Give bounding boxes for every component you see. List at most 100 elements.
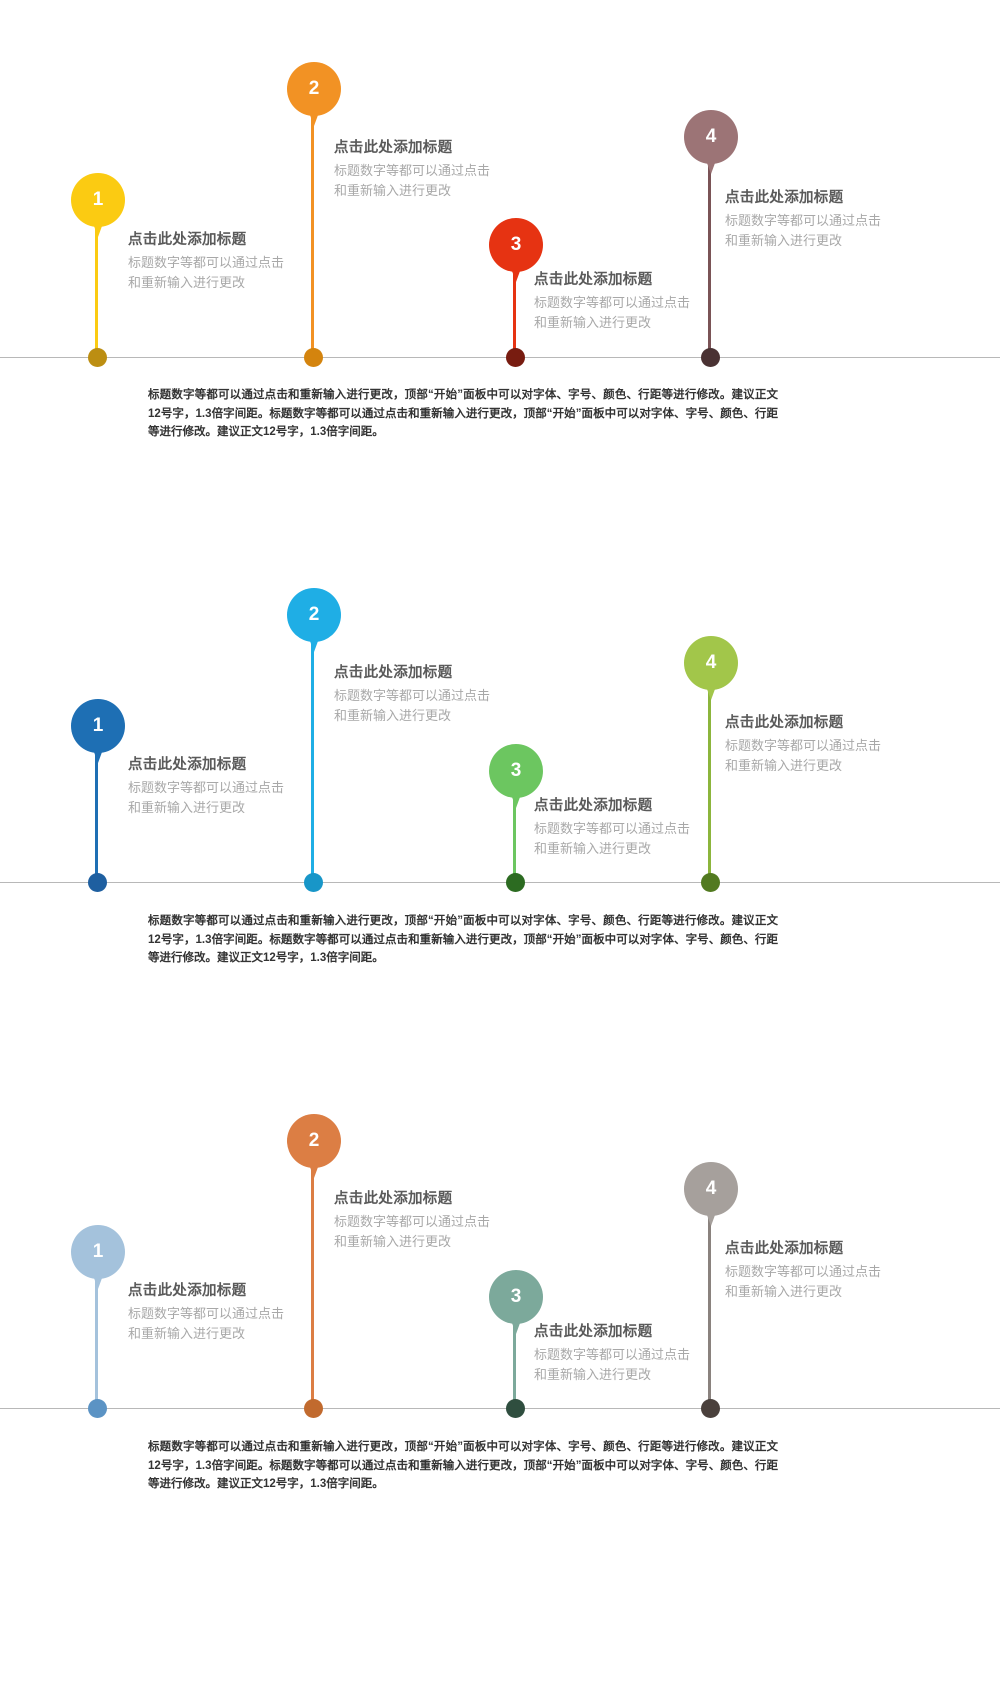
timeline-axis bbox=[0, 882, 1000, 883]
node-body-text: 标题数字等都可以通过点击和重新输入进行更改 bbox=[334, 1214, 491, 1250]
pin-number-label: 4 bbox=[705, 1178, 717, 1199]
node-stem bbox=[95, 1281, 98, 1408]
pin-number-label: 3 bbox=[510, 760, 522, 781]
node-text-block: 点击此处添加标题标题数字等都可以通过点击和重新输入进行更改 bbox=[128, 1279, 288, 1344]
map-pin-icon[interactable]: 3 bbox=[489, 744, 543, 808]
node-title: 点击此处添加标题 bbox=[334, 140, 453, 156]
map-pin-icon[interactable]: 4 bbox=[684, 636, 738, 700]
map-pin-body-icon bbox=[489, 1270, 543, 1324]
node-title: 点击此处添加标题 bbox=[725, 715, 844, 731]
node-stem bbox=[513, 800, 516, 882]
axis-dot bbox=[88, 348, 107, 367]
pin-number-label: 1 bbox=[92, 1241, 104, 1262]
axis-dot bbox=[304, 873, 323, 892]
node-title: 点击此处添加标题 bbox=[725, 190, 844, 206]
pin-number-label: 1 bbox=[92, 189, 104, 210]
node-body-text: 标题数字等都可以通过点击和重新输入进行更改 bbox=[334, 163, 491, 199]
pin-number-label: 3 bbox=[510, 1286, 522, 1307]
node-stem bbox=[311, 1170, 314, 1408]
map-pin-body-icon bbox=[489, 218, 543, 272]
node-text-block: 点击此处添加标题标题数字等都可以通过点击和重新输入进行更改 bbox=[534, 1320, 694, 1385]
node-title: 点击此处添加标题 bbox=[128, 232, 247, 248]
map-pin-body-icon bbox=[71, 699, 125, 753]
axis-dot bbox=[506, 1399, 525, 1418]
section-paragraph: 标题数字等都可以通过点击和重新输入进行更改，顶部“开始”面板中可以对字体、字号、… bbox=[148, 915, 778, 965]
node-title: 点击此处添加标题 bbox=[534, 798, 653, 814]
node-title: 点击此处添加标题 bbox=[128, 757, 247, 773]
pin-number-label: 2 bbox=[308, 1130, 320, 1151]
axis-dot bbox=[701, 1399, 720, 1418]
node-body-text: 标题数字等都可以通过点击和重新输入进行更改 bbox=[128, 255, 285, 291]
section-paragraph: 标题数字等都可以通过点击和重新输入进行更改，顶部“开始”面板中可以对字体、字号、… bbox=[148, 389, 778, 439]
node-body-text: 标题数字等都可以通过点击和重新输入进行更改 bbox=[128, 1306, 285, 1342]
node-body-text: 标题数字等都可以通过点击和重新输入进行更改 bbox=[128, 780, 285, 816]
map-pin-icon[interactable]: 1 bbox=[71, 699, 125, 763]
map-pin-body-icon bbox=[684, 636, 738, 690]
section-paragraph: 标题数字等都可以通过点击和重新输入进行更改，顶部“开始”面板中可以对字体、字号、… bbox=[148, 1441, 778, 1491]
node-text-block: 点击此处添加标题标题数字等都可以通过点击和重新输入进行更改 bbox=[725, 186, 885, 251]
node-stem bbox=[513, 1326, 516, 1408]
node-stem bbox=[708, 1218, 711, 1408]
axis-dot bbox=[88, 1399, 107, 1418]
node-stem bbox=[311, 644, 314, 882]
node-body-text: 标题数字等都可以通过点击和重新输入进行更改 bbox=[725, 213, 882, 249]
axis-dot bbox=[701, 873, 720, 892]
map-pin-icon[interactable]: 1 bbox=[71, 1225, 125, 1289]
map-pin-icon[interactable]: 4 bbox=[684, 1162, 738, 1226]
node-text-block: 点击此处添加标题标题数字等都可以通过点击和重新输入进行更改 bbox=[334, 661, 494, 726]
node-title: 点击此处添加标题 bbox=[334, 665, 453, 681]
map-pin-icon[interactable]: 2 bbox=[287, 62, 341, 126]
node-title: 点击此处添加标题 bbox=[128, 1283, 247, 1299]
axis-dot bbox=[506, 348, 525, 367]
node-stem bbox=[95, 755, 98, 882]
node-text-block: 点击此处添加标题标题数字等都可以通过点击和重新输入进行更改 bbox=[725, 1237, 885, 1302]
node-text-block: 点击此处添加标题标题数字等都可以通过点击和重新输入进行更改 bbox=[128, 228, 288, 293]
map-pin-body-icon bbox=[684, 1162, 738, 1216]
node-body-text: 标题数字等都可以通过点击和重新输入进行更改 bbox=[534, 1347, 691, 1383]
pin-number-label: 3 bbox=[510, 234, 522, 255]
axis-dot bbox=[88, 873, 107, 892]
node-body-text: 标题数字等都可以通过点击和重新输入进行更改 bbox=[725, 1264, 882, 1300]
node-title: 点击此处添加标题 bbox=[725, 1241, 844, 1257]
node-title: 点击此处添加标题 bbox=[334, 1191, 453, 1207]
node-text-block: 点击此处添加标题标题数字等都可以通过点击和重新输入进行更改 bbox=[725, 711, 885, 776]
map-pin-body-icon bbox=[489, 744, 543, 798]
node-stem bbox=[708, 692, 711, 882]
node-stem bbox=[95, 229, 98, 357]
axis-dot bbox=[304, 1399, 323, 1418]
node-title: 点击此处添加标题 bbox=[534, 1324, 653, 1340]
pin-number-label: 4 bbox=[705, 126, 717, 147]
node-body-text: 标题数字等都可以通过点击和重新输入进行更改 bbox=[334, 688, 491, 724]
map-pin-icon[interactable]: 3 bbox=[489, 1270, 543, 1334]
timeline-axis bbox=[0, 357, 1000, 358]
node-text-block: 点击此处添加标题标题数字等都可以通过点击和重新输入进行更改 bbox=[534, 794, 694, 859]
map-pin-body-icon bbox=[684, 110, 738, 164]
axis-dot bbox=[701, 348, 720, 367]
map-pin-icon[interactable]: 3 bbox=[489, 218, 543, 282]
node-text-block: 点击此处添加标题标题数字等都可以通过点击和重新输入进行更改 bbox=[128, 753, 288, 818]
node-body-text: 标题数字等都可以通过点击和重新输入进行更改 bbox=[534, 295, 691, 331]
map-pin-body-icon bbox=[71, 1225, 125, 1279]
node-text-block: 点击此处添加标题标题数字等都可以通过点击和重新输入进行更改 bbox=[334, 1187, 494, 1252]
map-pin-icon[interactable]: 1 bbox=[71, 173, 125, 237]
node-stem bbox=[708, 166, 711, 357]
map-pin-body-icon bbox=[287, 588, 341, 642]
pin-number-label: 2 bbox=[308, 604, 320, 625]
timeline-axis bbox=[0, 1408, 1000, 1409]
map-pin-body-icon bbox=[287, 1114, 341, 1168]
node-title: 点击此处添加标题 bbox=[534, 272, 653, 288]
map-pin-icon[interactable]: 2 bbox=[287, 588, 341, 652]
node-stem bbox=[311, 118, 314, 357]
node-stem bbox=[513, 274, 516, 357]
node-text-block: 点击此处添加标题标题数字等都可以通过点击和重新输入进行更改 bbox=[534, 268, 694, 333]
pin-number-label: 4 bbox=[705, 652, 717, 673]
pin-number-label: 2 bbox=[308, 78, 320, 99]
map-pin-icon[interactable]: 2 bbox=[287, 1114, 341, 1178]
axis-dot bbox=[506, 873, 525, 892]
map-pin-icon[interactable]: 4 bbox=[684, 110, 738, 174]
pin-number-label: 1 bbox=[92, 715, 104, 736]
node-body-text: 标题数字等都可以通过点击和重新输入进行更改 bbox=[534, 821, 691, 857]
map-pin-body-icon bbox=[287, 62, 341, 116]
node-body-text: 标题数字等都可以通过点击和重新输入进行更改 bbox=[725, 738, 882, 774]
